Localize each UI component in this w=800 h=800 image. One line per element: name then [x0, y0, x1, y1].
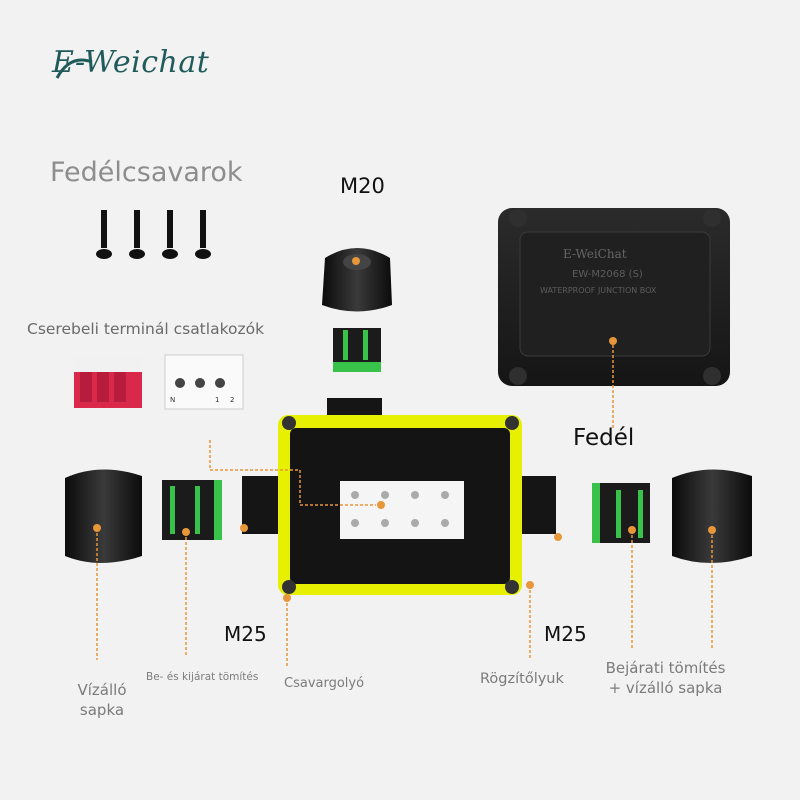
terminal-mark-2: 2 [230, 396, 234, 404]
m20-seal-icon [333, 328, 381, 372]
waterproof-cap-label-line1: Vízálló [77, 681, 127, 699]
logo-swoosh-icon [55, 58, 93, 79]
m25-left-label: M25 [224, 622, 267, 646]
brand-logo: E-Weichat [52, 45, 210, 80]
right-waterproof-cap-icon [672, 469, 752, 563]
m20-label: M20 [340, 174, 385, 198]
terminal-block-icon [340, 481, 464, 539]
left-seal-icon [162, 480, 222, 540]
in-out-seal-label: Be- és kijárat tömítés [146, 671, 259, 683]
waterproof-cap-label: Vízálló sapka [72, 680, 132, 720]
screws-label: Fedélcsavarok [50, 157, 243, 188]
right-seal-icon [592, 483, 650, 543]
waterproof-cap-label-line2: sapka [79, 701, 125, 719]
lid-brand-text: E-WeiChat [563, 247, 627, 261]
m25-right-label: M25 [544, 622, 587, 646]
lid-label: Fedél [573, 425, 635, 451]
terminal-mark-n: N [170, 396, 175, 404]
cover-screws-icon [96, 210, 211, 259]
junction-box-icon [240, 398, 562, 602]
inlet-seal-label: Bejárati tömítés + vízálló sapka [598, 658, 733, 698]
inlet-seal-label-line1: Bejárati tömítés [605, 659, 726, 677]
red-terminal-connector-icon [74, 356, 142, 408]
terminals-label: Cserebeli terminál csatlakozók [27, 320, 265, 338]
leader-lines [96, 440, 713, 668]
lid-icon: E-WeiChat EW-M2068 (S) WATERPROOF JUNCTI… [498, 208, 730, 428]
left-waterproof-cap-icon [65, 469, 142, 563]
white-terminal-connector-icon: N 1 2 [164, 354, 244, 410]
lid-desc-text: WATERPROOF JUNCTION BOX [540, 286, 657, 295]
inlet-seal-label-line2: + vízálló sapka [608, 679, 723, 697]
m20-cap-icon [322, 248, 392, 312]
fixing-hole-label: Rögzítőlyuk [480, 671, 564, 687]
lid-model-text: EW-M2068 (S) [572, 269, 643, 280]
screw-ball-label: Csavargolyó [284, 676, 365, 691]
terminal-mark-1: 1 [215, 396, 219, 404]
